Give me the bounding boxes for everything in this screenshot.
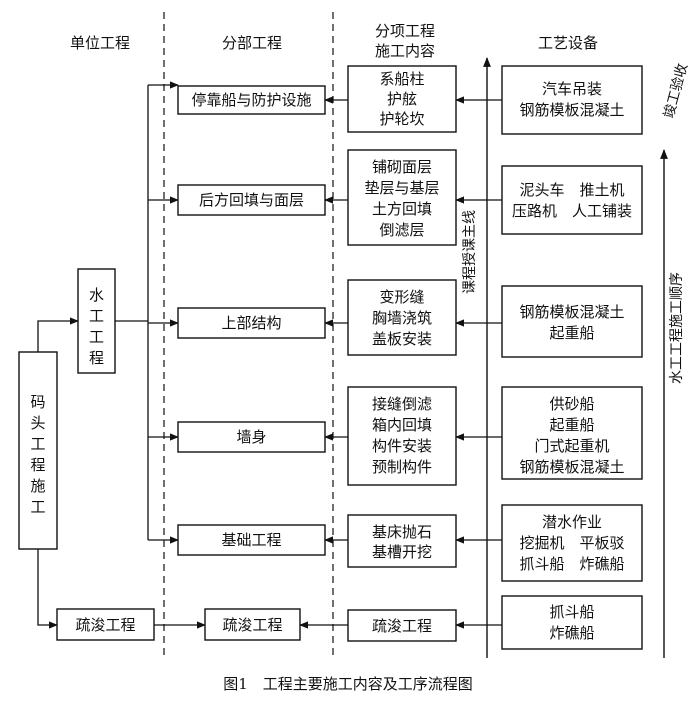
svg-text:工: 工 bbox=[30, 435, 45, 453]
svg-text:护轮坎: 护轮坎 bbox=[379, 110, 424, 128]
svg-text:钢筋模板混凝土: 钢筋模板混凝土 bbox=[519, 303, 624, 321]
svg-text:系船柱: 系船柱 bbox=[379, 70, 424, 88]
svg-text:水: 水 bbox=[89, 286, 104, 304]
equipment-box-4 bbox=[501, 386, 643, 480]
course-main-line-label: 课程授课主线 bbox=[462, 210, 478, 294]
connector-main-to-dredging bbox=[37, 549, 58, 629]
svg-text:钢筋模板混凝土: 钢筋模板混凝土 bbox=[519, 458, 624, 476]
svg-text:胸墙浇筑: 胸墙浇筑 bbox=[372, 309, 432, 327]
division-box-2 bbox=[177, 184, 326, 216]
item-text-2: 铺砌面层 垫层与基层 土方回填 倒滤层 bbox=[364, 158, 439, 239]
item-text-5: 基床抛石 基槽开挖 bbox=[372, 523, 432, 561]
svg-text:汽车吊装: 汽车吊装 bbox=[542, 80, 602, 98]
item-text-6: 疏浚工程 bbox=[372, 617, 432, 635]
svg-text:铺砌面层: 铺砌面层 bbox=[372, 158, 432, 176]
svg-text:钢筋模板混凝土: 钢筋模板混凝土 bbox=[519, 101, 624, 119]
svg-text:门式起重机: 门式起重机 bbox=[534, 437, 609, 455]
division-box-1 bbox=[177, 85, 326, 115]
header-item-line1: 分项工程 bbox=[375, 22, 435, 40]
svg-text:潜水作业: 潜水作业 bbox=[542, 513, 602, 531]
svg-text:工: 工 bbox=[89, 307, 104, 325]
item-text-1: 系船柱 护舷 护轮坎 bbox=[379, 70, 424, 128]
item-box-2 bbox=[347, 149, 457, 246]
equipment-text-6: 抓斗船 炸礁船 bbox=[549, 603, 594, 642]
item-text-3: 变形缝 胸墙浇筑 盖板安装 bbox=[372, 288, 432, 348]
header-division: 分部工程 bbox=[222, 34, 282, 52]
svg-text:工: 工 bbox=[30, 498, 45, 516]
svg-text:程: 程 bbox=[30, 456, 45, 474]
item-box-4 bbox=[347, 386, 457, 486]
equipment-box-2 bbox=[501, 165, 643, 235]
division-label-6: 疏浚工程 bbox=[222, 616, 282, 634]
header-unit: 单位工程 bbox=[70, 34, 130, 52]
unit-box-main bbox=[18, 351, 58, 550]
item-box-6 bbox=[347, 609, 457, 642]
svg-text:供砂船: 供砂船 bbox=[549, 395, 594, 413]
svg-text:挖掘机 平板驳: 挖掘机 平板驳 bbox=[519, 534, 624, 552]
division-box-5 bbox=[177, 524, 326, 556]
svg-text:预制构件: 预制构件 bbox=[372, 458, 432, 476]
svg-text:起重船: 起重船 bbox=[549, 324, 594, 342]
svg-text:施: 施 bbox=[30, 477, 45, 495]
svg-text:炸礁船: 炸礁船 bbox=[549, 624, 594, 642]
svg-text:工: 工 bbox=[89, 328, 104, 346]
equipment-text-5: 潜水作业 挖掘机 平板驳 抓斗船 炸礁船 bbox=[519, 513, 624, 573]
svg-text:变形缝: 变形缝 bbox=[379, 288, 424, 306]
division-box-3 bbox=[177, 307, 326, 339]
svg-text:抓斗船: 抓斗船 bbox=[549, 603, 594, 621]
svg-text:接缝倒滤: 接缝倒滤 bbox=[372, 395, 432, 413]
svg-text:箱内回填: 箱内回填 bbox=[372, 416, 432, 434]
svg-text:土方回填: 土方回填 bbox=[372, 200, 432, 218]
header-equipment: 工艺设备 bbox=[538, 34, 598, 52]
item-box-1 bbox=[347, 65, 457, 133]
division-label-1: 停靠船与防护设施 bbox=[191, 91, 311, 109]
equipment-box-5 bbox=[501, 504, 643, 582]
svg-text:码: 码 bbox=[30, 393, 45, 411]
equipment-text-3: 钢筋模板混凝土 起重船 bbox=[519, 303, 624, 342]
division-box-6 bbox=[204, 608, 301, 641]
svg-text:压路机 人工铺装: 压路机 人工铺装 bbox=[512, 202, 632, 220]
division-label-5: 基础工程 bbox=[221, 531, 281, 549]
connector-main-to-hydraulic bbox=[37, 317, 79, 352]
svg-text:盖板安装: 盖板安装 bbox=[372, 330, 432, 348]
equipment-box-3 bbox=[501, 285, 643, 358]
division-label-4: 墙身 bbox=[236, 428, 266, 446]
svg-text:基槽开挖: 基槽开挖 bbox=[372, 543, 432, 561]
equipment-box-1 bbox=[501, 65, 643, 135]
svg-text:程: 程 bbox=[89, 349, 104, 367]
svg-text:起重船: 起重船 bbox=[549, 416, 594, 434]
division-label-3: 上部结构 bbox=[221, 314, 281, 332]
svg-text:泥头车 推土机: 泥头车 推土机 bbox=[519, 181, 624, 199]
unit-label-dredging: 疏浚工程 bbox=[75, 616, 135, 634]
item-text-4: 接缝倒滤 箱内回填 构件安装 预制构件 bbox=[372, 395, 432, 476]
item-box-3 bbox=[347, 279, 457, 356]
construction-sequence-label: 水工工程施工顺序 bbox=[669, 272, 685, 384]
completion-acceptance-label: 竣工验收 bbox=[661, 62, 691, 120]
unit-label-hydraulic: 水 工 工 程 bbox=[89, 286, 104, 367]
svg-text:倒滤层: 倒滤层 bbox=[379, 221, 424, 239]
svg-text:抓斗船 炸礁船: 抓斗船 炸礁船 bbox=[519, 555, 624, 573]
equipment-text-4: 供砂船 起重船 门式起重机 钢筋模板混凝土 bbox=[519, 395, 624, 476]
figure-caption: 图1 工程主要施工内容及工序流程图 bbox=[223, 675, 473, 693]
equipment-text-1: 汽车吊装 钢筋模板混凝土 bbox=[519, 80, 624, 119]
header-item-line2: 施工内容 bbox=[375, 42, 435, 60]
svg-text:头: 头 bbox=[30, 414, 45, 432]
division-label-2: 后方回填与面层 bbox=[199, 191, 304, 209]
svg-text:基床抛石: 基床抛石 bbox=[372, 523, 432, 541]
unit-label-main: 码 头 工 程 施 工 bbox=[30, 393, 45, 516]
equipment-box-6 bbox=[501, 595, 643, 650]
svg-text:构件安装: 构件安装 bbox=[372, 437, 432, 455]
svg-text:垫层与基层: 垫层与基层 bbox=[364, 179, 439, 197]
svg-text:护舷: 护舷 bbox=[387, 90, 417, 108]
equipment-text-2: 泥头车 推土机 压路机 人工铺装 bbox=[512, 181, 632, 220]
division-box-4 bbox=[177, 421, 326, 453]
